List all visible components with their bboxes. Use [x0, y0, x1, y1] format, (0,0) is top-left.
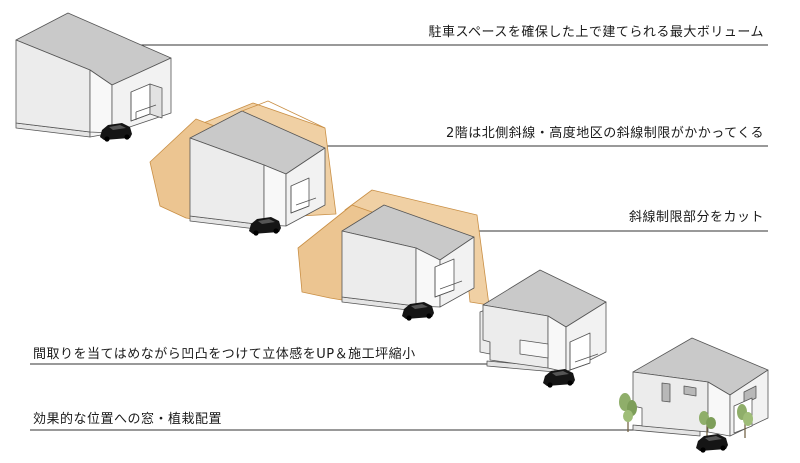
step-label-cut: 斜線制限部分をカット: [628, 210, 764, 225]
window-icon: [661, 382, 671, 403]
massing-step-2: [149, 100, 337, 231]
window-icon: [683, 385, 697, 397]
tree-icon: [699, 411, 716, 442]
car-icon: [249, 217, 281, 236]
step-label-articulation: 間取りを当てはめながら凹凸をつけて立体感をUP＆施工坪縮小: [33, 347, 416, 362]
volume-left-face: [482, 304, 549, 369]
leader-lines: [30, 44, 768, 431]
car-icon: [696, 434, 728, 453]
step-label-slope-restriction: 2階は北側斜線・高度地区の斜線制限がかかってくる: [446, 126, 764, 141]
volume-left-face: [632, 371, 709, 433]
car-icon: [543, 369, 575, 388]
step-label-windows-planting: 効果的な位置への窓・植栽配置: [33, 412, 223, 427]
tree-icon: [737, 404, 753, 438]
step-label-max-volume: 駐車スペースを確保した上で建てられる最大ボリューム: [428, 25, 764, 40]
massing-step-4: [479, 269, 607, 373]
massing-step-1: [15, 12, 172, 138]
car-icon: [402, 302, 434, 321]
tree-icon: [619, 393, 637, 432]
massing-step-3: [297, 189, 490, 312]
window-icon: [743, 385, 757, 405]
car-icon: [100, 123, 132, 142]
